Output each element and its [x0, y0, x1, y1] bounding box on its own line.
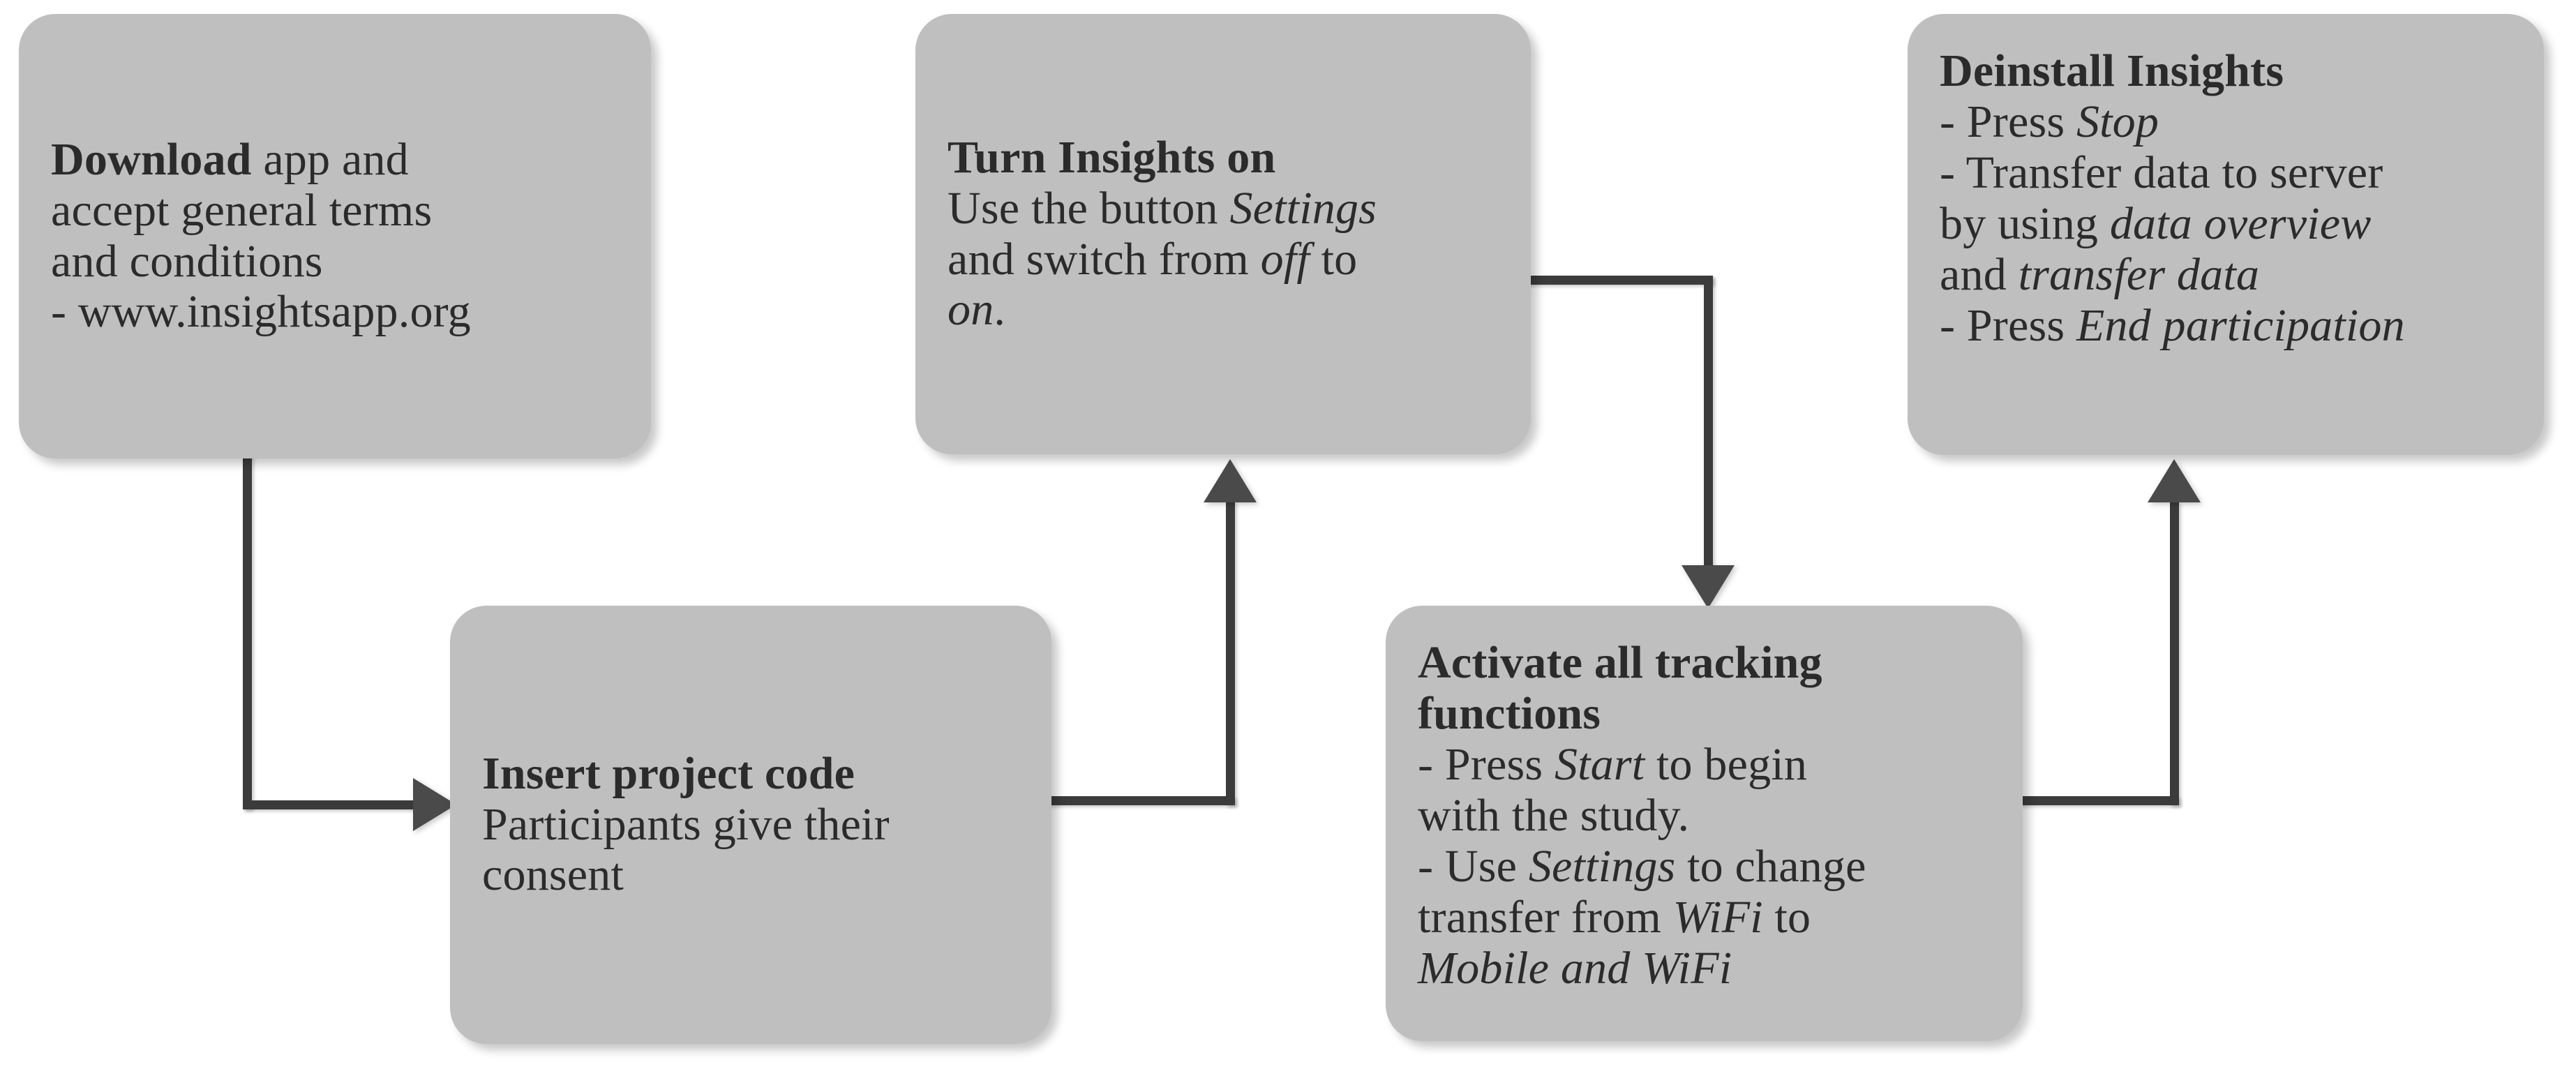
text-run: with the study. [1418, 789, 1690, 841]
text-run: transfer data [2018, 248, 2260, 300]
text-line: functions [1418, 687, 1991, 740]
text-line: - Press Start to begin [1418, 738, 1991, 791]
text-run: accept general terms [51, 184, 433, 236]
node-deinstall-insights[interactable]: Deinstall Insights- Press Stop- Transfer… [1908, 14, 2544, 455]
edge-segment-horizontal [1047, 796, 1235, 805]
edge-segment-vertical [243, 454, 252, 809]
text-line: and switch from off to [948, 234, 1499, 285]
edge-segment-vertical [1226, 501, 1235, 805]
text-line: and transfer data [1940, 248, 2512, 301]
text-line: consent [482, 849, 1019, 901]
text-run: Stop [2076, 96, 2159, 147]
edge-segment-vertical [2170, 501, 2179, 805]
text-line: on. [948, 284, 1499, 336]
text-line: Mobile and WiFi [1418, 943, 1991, 994]
text-run: - Press [1418, 738, 1555, 790]
text-line: Deinstall Insights [1940, 45, 2512, 97]
text-run: to begin [1645, 738, 1808, 790]
text-line: Use the button Settings [948, 182, 1499, 234]
text-line: with the study. [1418, 789, 1991, 842]
text-run: consent [482, 849, 624, 901]
text-run: Use the button [948, 182, 1230, 234]
text-run: to change [1675, 840, 1866, 892]
text-run: on [948, 284, 994, 336]
text-run: Download [51, 133, 252, 185]
text-run: Insert project code [482, 747, 855, 799]
text-run: to [1309, 233, 1358, 285]
edge-segment-horizontal [243, 800, 424, 809]
text-line: transfer from WiFi to [1418, 892, 1991, 943]
text-run: data overview [2109, 197, 2372, 249]
text-run: Turn Insights on [948, 131, 1276, 183]
text-run: WiFi [1672, 891, 1763, 943]
text-line: - Press Stop [1940, 96, 2512, 148]
text-run: Settings [1528, 840, 1676, 892]
arrow-head-right-icon [413, 778, 456, 831]
text-run: transfer from [1418, 891, 1673, 943]
edge-segment-horizontal [2019, 796, 2179, 805]
text-line: Activate all tracking [1418, 637, 1991, 689]
edge-segment-horizontal [1514, 276, 1713, 285]
node-deinstall-insights-text: Deinstall Insights- Press Stop- Transfer… [1908, 45, 2544, 352]
text-line: and conditions [51, 235, 619, 287]
text-run: Start [1554, 738, 1645, 790]
text-run: and [1940, 248, 2019, 300]
arrow-head-down-icon [1682, 565, 1735, 608]
text-line: Insert project code [482, 747, 1019, 800]
text-run: functions [1418, 687, 1601, 739]
text-run: - www.insightsapp.org [51, 286, 471, 338]
arrow-head-up-icon [1204, 459, 1257, 502]
text-run: and switch from [948, 233, 1261, 285]
text-run: Activate all tracking [1418, 637, 1822, 688]
text-run: - Use [1418, 840, 1529, 892]
text-run: - Press [1940, 299, 2076, 351]
arrow-head-up-icon [2148, 459, 2201, 502]
text-run: Mobile and WiFi [1418, 942, 1732, 994]
text-run: Deinstall Insights [1940, 45, 2284, 96]
text-run: by using [1940, 197, 2110, 249]
text-run: - Transfer data to server [1940, 147, 2383, 198]
text-line: - www.insightsapp.org [51, 286, 619, 338]
text-line: Download app and [51, 133, 619, 186]
text-run: app and [251, 133, 409, 185]
text-line: - Transfer data to server [1940, 147, 2512, 199]
text-line: - Use Settings to change [1418, 840, 1991, 892]
text-line: Participants give their [482, 798, 1019, 851]
text-run: . [994, 284, 1006, 336]
text-run: Settings [1229, 182, 1377, 234]
text-run: End participation [2076, 299, 2405, 351]
text-line: - Press End participation [1940, 299, 2512, 352]
edge-segment-vertical [1704, 276, 1713, 572]
text-line: Turn Insights on [948, 131, 1499, 184]
text-line: by using data overview [1940, 197, 2512, 250]
text-run: and conditions [51, 235, 323, 287]
text-run: to [1762, 891, 1811, 943]
text-run: - Press [1940, 96, 2076, 147]
text-run: Participants give their [482, 798, 890, 850]
text-line: accept general terms [51, 184, 619, 237]
text-run: off [1260, 233, 1310, 285]
